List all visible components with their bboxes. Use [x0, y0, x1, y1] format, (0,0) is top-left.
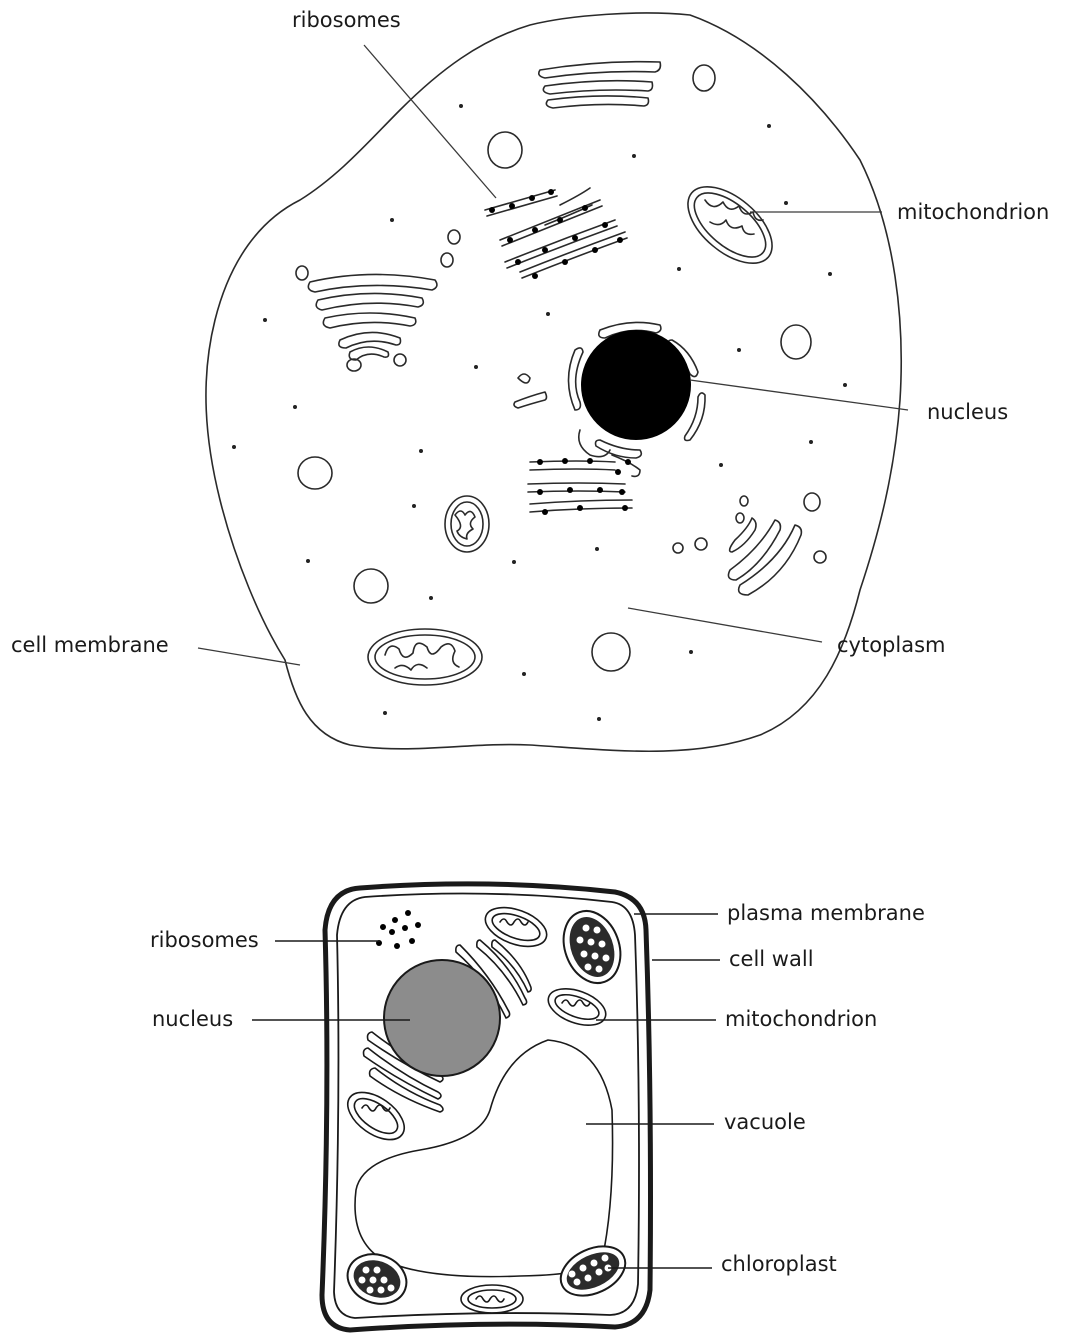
ribosome-dots-plant — [376, 910, 421, 949]
label-nucleus-animal: nucleus — [927, 400, 1008, 424]
golgi-apparatus-left — [308, 274, 437, 360]
label-vacuole: vacuole — [724, 1110, 806, 1134]
nucleus-animal — [581, 330, 691, 440]
chloroplast-3 — [553, 1237, 633, 1306]
label-mitochondrion-plant: mitochondrion — [725, 1007, 877, 1031]
label-chloroplast: chloroplast — [721, 1252, 837, 1276]
label-cell-membrane: cell membrane — [11, 633, 169, 657]
cytoplasm-dots — [232, 104, 847, 721]
animal-leader-lines — [198, 45, 908, 665]
label-ribosomes-plant: ribosomes — [150, 928, 259, 952]
golgi-apparatus-top — [539, 62, 661, 108]
label-cytoplasm: cytoplasm — [837, 633, 946, 657]
label-plasma-membrane: plasma membrane — [727, 901, 925, 925]
mitochondrion-animal-3 — [368, 629, 482, 685]
golgi-apparatus-right — [728, 493, 826, 595]
label-ribosomes-animal: ribosomes — [292, 8, 401, 32]
chloroplast-1 — [554, 903, 630, 991]
label-nucleus-plant: nucleus — [152, 1007, 233, 1031]
plant-mitochondrion-2 — [543, 982, 610, 1033]
rough-er-bottom — [528, 430, 640, 512]
label-mitochondrion-animal: mitochondrion — [897, 200, 1049, 224]
label-cell-wall: cell wall — [729, 947, 814, 971]
plant-mitochondrion-4 — [461, 1285, 523, 1313]
nucleus-plant — [384, 960, 500, 1076]
plant-mitochondrion-3 — [339, 1083, 412, 1149]
rough-er — [485, 188, 627, 278]
mitochondrion-animal-2 — [445, 496, 489, 552]
animal-cell-membrane — [206, 13, 901, 751]
chloroplast-2 — [341, 1246, 414, 1312]
plant-mitochondrion-1 — [480, 900, 552, 954]
mitochondrion-animal-1 — [674, 172, 785, 278]
